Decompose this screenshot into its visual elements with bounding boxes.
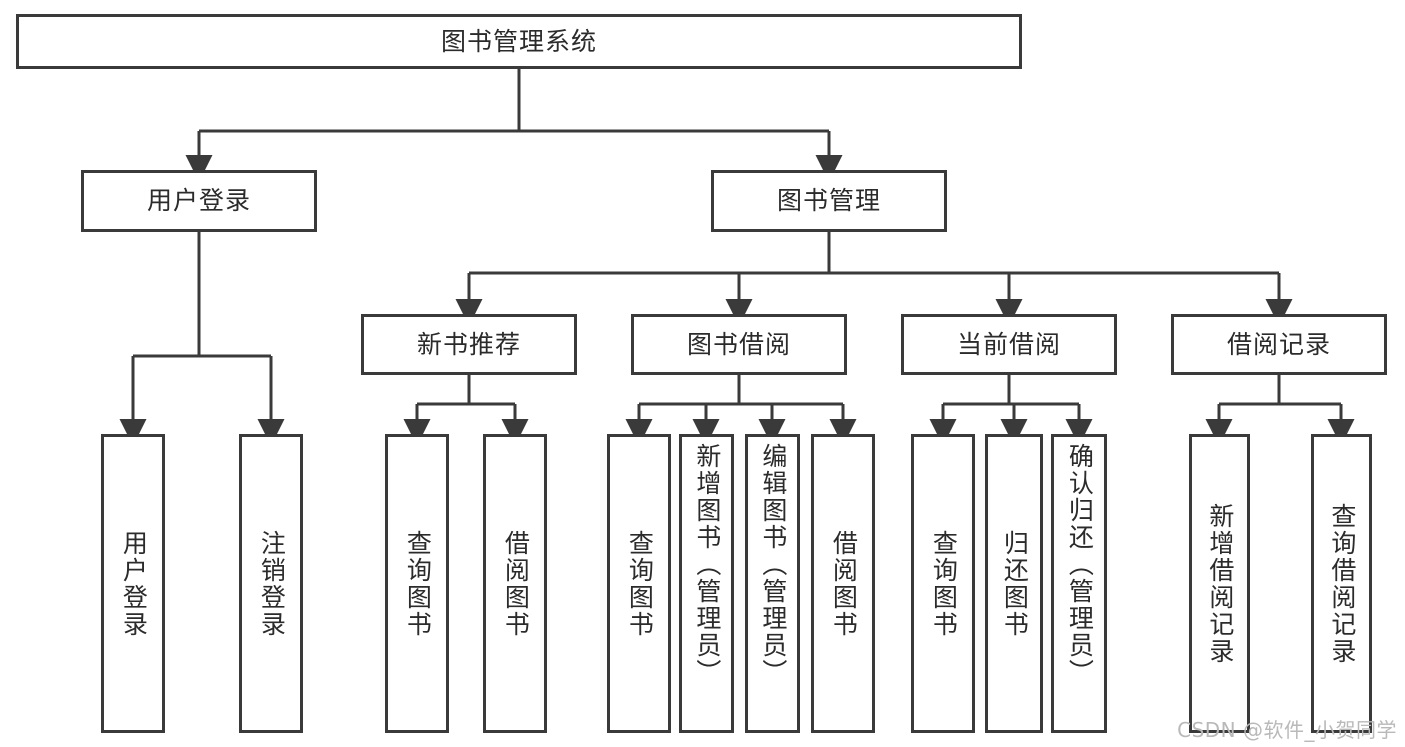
node-book-manage-label: 图书管理 [776, 186, 881, 215]
node-user-login-label: 用户登录 [146, 186, 251, 215]
leaf-query-book-rec[interactable]: 查询图书 [385, 434, 449, 733]
leaf-query-book-borrow[interactable]: 查询图书 [607, 434, 671, 733]
leaf-borrow-book[interactable]: 借阅图书 [811, 434, 875, 733]
leaf-query-book-cur-label: 查询图书 [929, 529, 959, 638]
leaf-query-book-cur[interactable]: 查询图书 [911, 434, 975, 733]
node-borrow-record-label: 借阅记录 [1226, 329, 1331, 359]
edge-root-to-level2 [185, 69, 843, 182]
leaf-user-logout[interactable]: 注销登录 [239, 434, 303, 733]
node-book-borrow[interactable]: 图书借阅 [631, 314, 847, 375]
leaf-borrow-book-rec-label: 借阅图书 [501, 529, 531, 638]
leaf-add-book[interactable]: 新增图书（管理员） [679, 434, 734, 733]
edge-bookborrow-to-leaves [625, 375, 857, 446]
leaf-confirm-return-label: 确认归还（管理员） [1065, 443, 1095, 686]
leaf-add-borrow-record[interactable]: 新增借阅记录 [1189, 434, 1250, 733]
leaf-user-login[interactable]: 用户登录 [101, 434, 165, 733]
leaf-borrow-book-rec[interactable]: 借阅图书 [483, 434, 547, 733]
leaf-user-login-label: 用户登录 [119, 529, 149, 638]
leaf-user-logout-label: 注销登录 [257, 529, 287, 638]
node-current-borrow-label: 当前借阅 [956, 329, 1061, 359]
edge-newbook-to-leaves [403, 375, 529, 446]
node-root[interactable]: 图书管理系统 [16, 14, 1022, 69]
node-borrow-record[interactable]: 借阅记录 [1171, 314, 1387, 375]
edge-userlogin-to-leaves [119, 232, 285, 446]
leaf-edit-book-label: 编辑图书（管理员） [758, 443, 788, 686]
leaf-add-borrow-record-label: 新增借阅记录 [1205, 502, 1235, 665]
leaf-edit-book[interactable]: 编辑图书（管理员） [745, 434, 800, 733]
node-user-login[interactable]: 用户登录 [81, 170, 317, 232]
node-new-book-recommend[interactable]: 新书推荐 [361, 314, 577, 375]
edge-borrowrecord-to-leaves [1205, 375, 1355, 446]
node-new-book-recommend-label: 新书推荐 [416, 329, 521, 359]
edge-currentborrow-to-leaves [929, 375, 1093, 446]
edge-bookmanage-to-level3 [455, 232, 1293, 326]
node-root-label: 图书管理系统 [440, 26, 597, 56]
node-book-borrow-label: 图书借阅 [686, 329, 791, 359]
leaf-query-book-rec-label: 查询图书 [403, 529, 433, 638]
leaf-borrow-book-label: 借阅图书 [829, 529, 859, 638]
leaf-query-borrow-record-label: 查询借阅记录 [1327, 502, 1357, 665]
leaf-add-book-label: 新增图书（管理员） [692, 443, 722, 686]
node-book-manage[interactable]: 图书管理 [711, 170, 947, 232]
leaf-return-book-label: 归还图书 [1000, 529, 1030, 638]
leaf-return-book[interactable]: 归还图书 [985, 434, 1043, 733]
leaf-query-borrow-record[interactable]: 查询借阅记录 [1311, 434, 1372, 733]
csdn-watermark: CSDN @软件_小贺同学 [1177, 718, 1397, 742]
leaf-confirm-return[interactable]: 确认归还（管理员） [1051, 434, 1107, 733]
node-current-borrow[interactable]: 当前借阅 [901, 314, 1117, 375]
leaf-query-book-borrow-label: 查询图书 [625, 529, 655, 638]
